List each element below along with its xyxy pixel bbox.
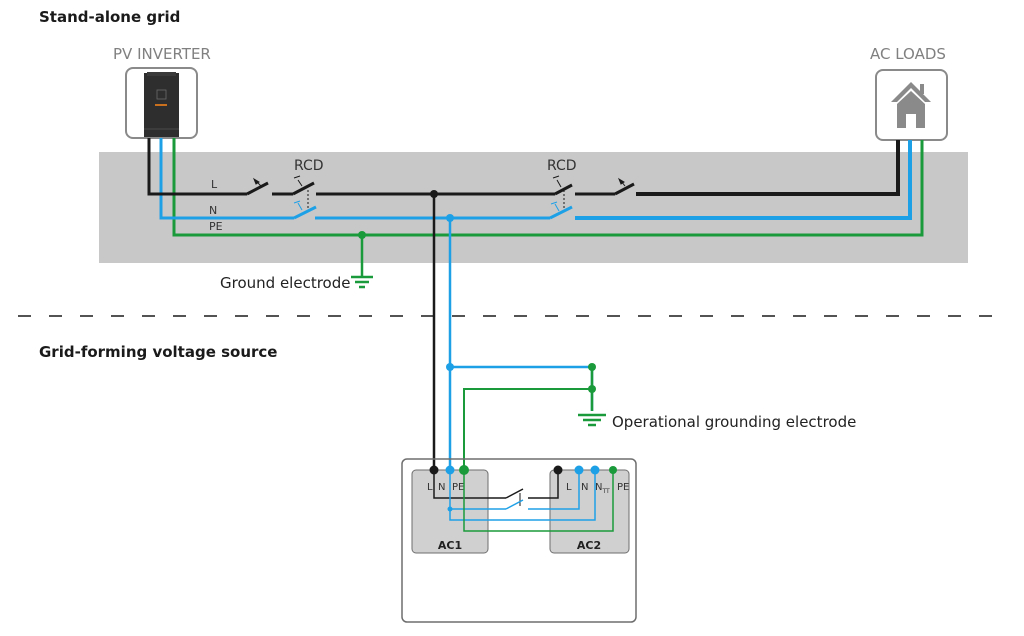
wire-label-l: L — [211, 178, 218, 191]
rcd-1-symbol — [293, 175, 309, 211]
rcd-1-label: RCD — [294, 158, 324, 174]
ac-loads-label: AC LOADS — [870, 45, 946, 63]
pv-inverter-label: PV INVERTER — [113, 45, 211, 63]
ac2-terminal-pe: PE — [617, 482, 629, 493]
stand-alone-grid-panel — [99, 152, 968, 263]
wire-label-n: N — [209, 204, 217, 217]
neutral-conductor — [159, 138, 912, 220]
n-junction-node — [446, 214, 454, 222]
ac1-terminal-n: N — [438, 482, 445, 493]
ac1-terminal-pe: PE — [452, 482, 464, 493]
ac2-terminal-l: L — [566, 482, 572, 493]
house-icon — [891, 82, 931, 128]
operational-grounding-electrode-symbol — [578, 413, 606, 427]
l-junction-node — [430, 190, 438, 198]
pe-junction-node — [358, 231, 366, 239]
ac1-terminal-l: L — [427, 482, 433, 493]
terminal-nodes — [429, 465, 617, 512]
l-disconnector-1 — [252, 177, 262, 187]
ac2-block: AC2 L N NTT PE — [549, 469, 630, 554]
internal-wiring — [433, 470, 614, 532]
wire-label-pe: PE — [209, 220, 223, 233]
ac2-terminal-n: N — [581, 482, 588, 493]
grid-forming-source-box — [401, 458, 637, 623]
rcd-2-label: RCD — [547, 158, 577, 174]
grid-forming-source-title: Grid-forming voltage source — [39, 343, 277, 361]
pv-inverter-icon — [125, 67, 198, 139]
operational-grounding-label: Operational grounding electrode — [612, 413, 856, 431]
ground-electrode-label: Ground electrode — [220, 274, 350, 292]
ground-electrode-symbol — [351, 235, 373, 289]
stand-alone-grid-title: Stand-alone grid — [39, 8, 180, 26]
operational-grounding-wiring — [446, 363, 596, 470]
ac2-terminal-ntt: NTT — [595, 482, 610, 495]
rcd-2-symbol — [550, 175, 565, 212]
ac2-label: AC2 — [577, 539, 601, 552]
l-disconnector-2 — [617, 177, 626, 187]
pe-conductor — [172, 138, 924, 237]
ac-loads-icon — [875, 69, 948, 141]
ac1-label: AC1 — [438, 539, 462, 552]
